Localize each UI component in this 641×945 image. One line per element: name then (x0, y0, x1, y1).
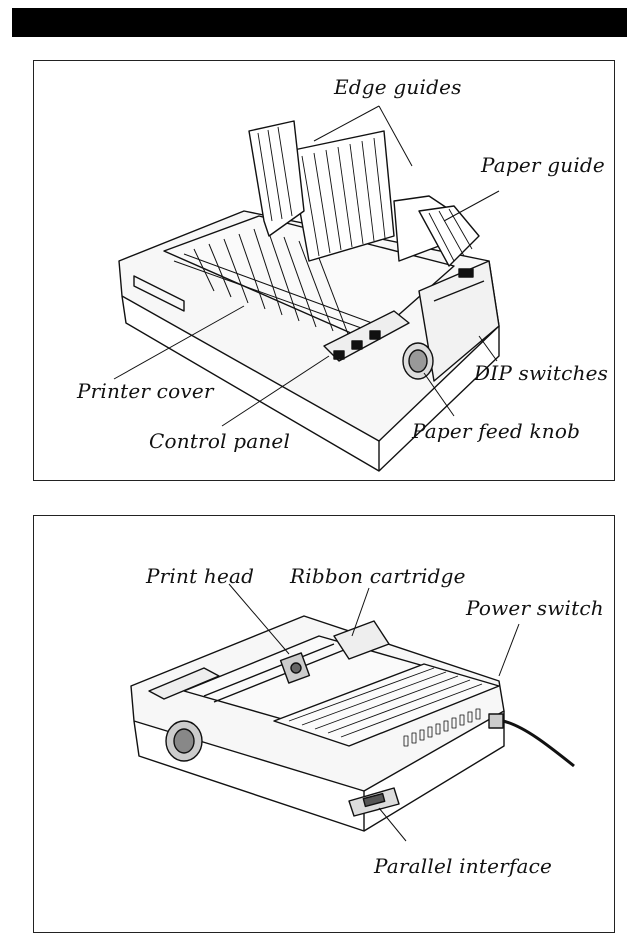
label-ribbon-cartridge: Ribbon cartridge (290, 564, 466, 588)
rear-view-panel: Print head Ribbon cartridge Power switch… (33, 515, 615, 933)
label-power-switch: Power switch (466, 596, 604, 620)
label-control-panel: Control panel (149, 429, 290, 453)
label-paper-feed-knob: Paper feed knob (412, 419, 580, 443)
header-bar (12, 8, 627, 37)
label-dip-switches: DIP switches (474, 361, 608, 385)
label-paper-guide: Paper guide (481, 153, 605, 177)
label-edge-guides: Edge guides (334, 75, 462, 99)
front-view-panel: Edge guides Paper guide DIP switches Pri… (33, 60, 615, 481)
label-parallel-interface: Parallel interface (374, 854, 552, 878)
label-printer-cover: Printer cover (77, 379, 214, 403)
label-print-head: Print head (146, 564, 254, 588)
